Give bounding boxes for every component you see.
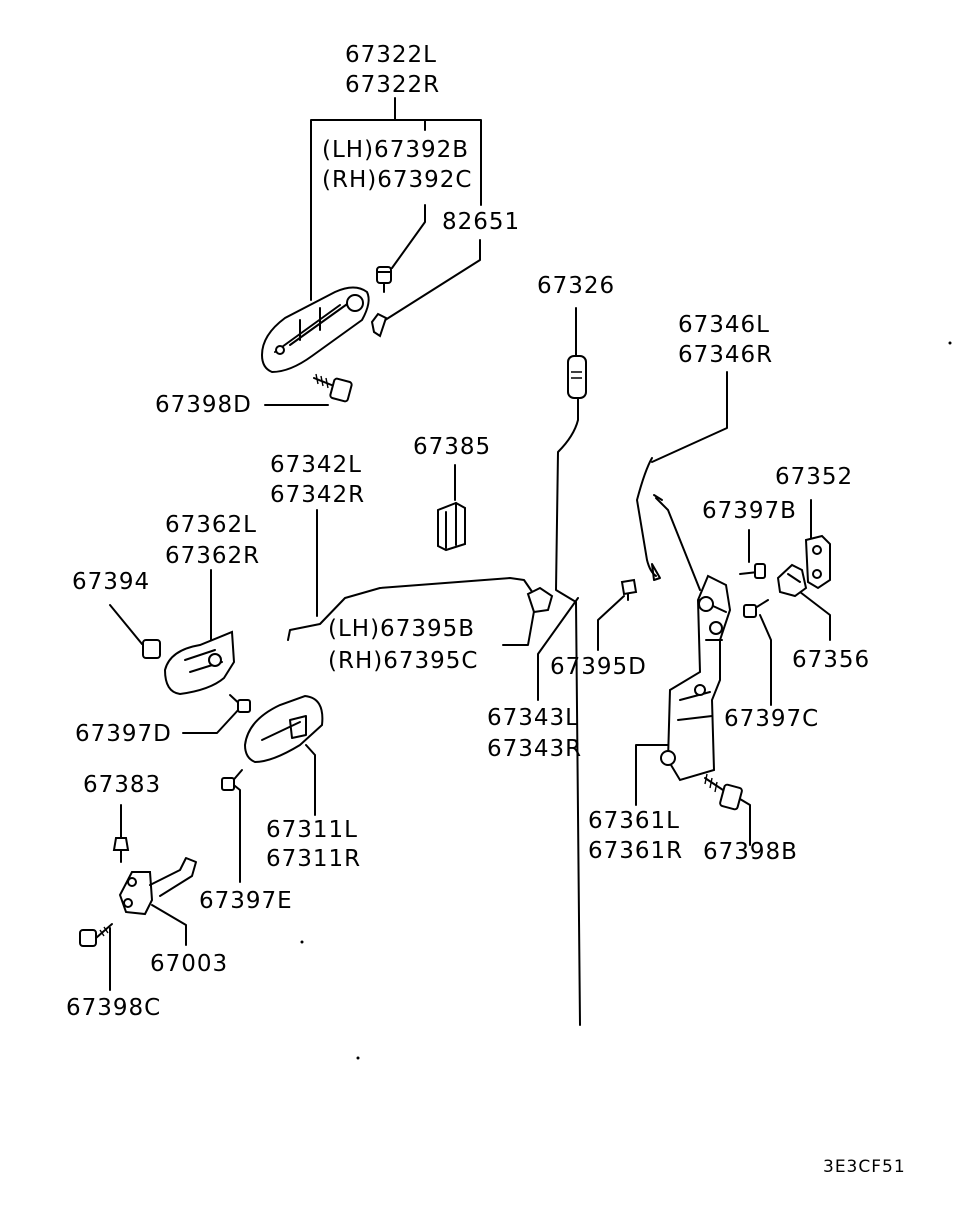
screw-67397d	[229, 694, 251, 713]
outside-door-handle	[260, 286, 370, 374]
remote-rod-67346	[636, 457, 657, 577]
label-67343r: 67343R	[487, 736, 583, 762]
label-82651: 82651	[442, 209, 521, 235]
clip-67385	[437, 501, 466, 552]
label-67361r: 67361R	[588, 838, 684, 864]
lock-knob	[567, 355, 587, 399]
screw-67397e	[221, 769, 243, 791]
label-67394: 67394	[72, 569, 151, 595]
handle-clip	[376, 266, 392, 293]
label-67311r: 67311R	[266, 846, 362, 872]
label-67383: 67383	[83, 772, 162, 798]
label-67311l: 67311L	[266, 817, 358, 843]
label-67003: 67003	[150, 951, 229, 977]
label-67395b: (LH)67395B	[328, 616, 476, 642]
label-67398b: 67398B	[703, 839, 798, 865]
bolt-67398b	[704, 773, 743, 811]
label-67346l: 67346L	[678, 312, 770, 338]
label-67356: 67356	[792, 647, 871, 673]
label-67392b: (LH)67392B	[322, 137, 470, 163]
label-67398c: 67398C	[66, 995, 162, 1021]
screw-67397c	[743, 599, 769, 618]
label-67322l: 67322L	[345, 42, 437, 68]
inside-handle-rod	[287, 577, 536, 641]
label-67385: 67385	[413, 434, 492, 460]
handle-pad	[370, 312, 388, 338]
label-67322r: 67322R	[345, 72, 441, 98]
bolt-67398c	[79, 923, 113, 947]
clip-67394	[142, 639, 161, 659]
scan-specks	[300, 341, 952, 1060]
screw-67397b	[739, 563, 766, 579]
label-67343l: 67343L	[487, 705, 579, 731]
leader-lines	[109, 97, 831, 991]
label-67342l: 67342L	[270, 452, 362, 478]
label-67398d: 67398D	[155, 392, 252, 418]
label-67397d: 67397D	[75, 721, 172, 747]
label-67397c: 67397C	[724, 706, 820, 732]
label-67392c: (RH)67392C	[322, 167, 473, 193]
label-67362r: 67362R	[165, 543, 261, 569]
diagram-code: 3E3CF51	[823, 1157, 906, 1177]
label-67326: 67326	[537, 273, 616, 299]
inside-handle-bezel	[243, 694, 324, 764]
lock-rod	[555, 397, 581, 1026]
label-67397b: 67397B	[702, 498, 797, 524]
door-check	[118, 857, 197, 916]
label-67352: 67352	[775, 464, 854, 490]
striker-67356	[776, 563, 808, 598]
screw-67395d	[620, 578, 638, 601]
label-67395d: 67395D	[550, 654, 647, 680]
rod-clip-67395	[526, 586, 554, 614]
inside-handle-base	[163, 630, 236, 696]
label-67342r: 67342R	[270, 482, 366, 508]
bolt-67398d	[313, 373, 353, 403]
label-67361l: 67361L	[588, 808, 680, 834]
label-67397e: 67397E	[199, 888, 293, 914]
label-67395c: (RH)67395C	[328, 648, 479, 674]
bolt-67383	[112, 837, 130, 863]
label-67362l: 67362L	[165, 512, 257, 538]
label-67346r: 67346R	[678, 342, 774, 368]
door-latch-assembly	[653, 494, 732, 782]
striker-plate	[804, 534, 831, 590]
